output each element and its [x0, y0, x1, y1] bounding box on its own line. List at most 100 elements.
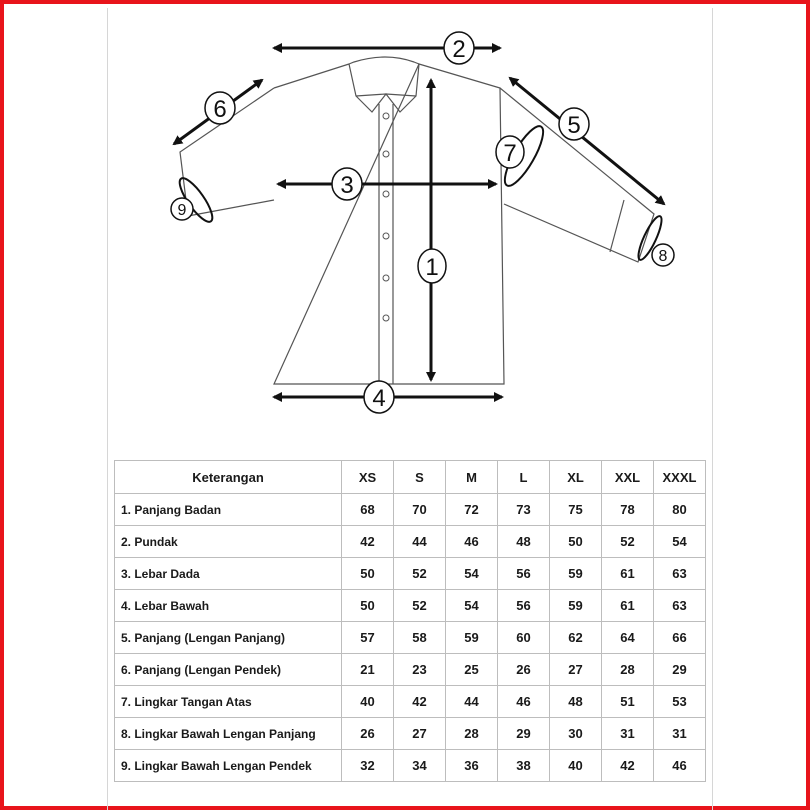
cell-value: 60	[497, 621, 550, 654]
callout-9: 9	[170, 197, 194, 221]
cell-value: 42	[393, 685, 446, 718]
header-keterangan: Keterangan	[114, 460, 342, 494]
cell-value: 31	[653, 717, 706, 750]
cell-value: 61	[601, 589, 654, 622]
cell-value: 53	[653, 685, 706, 718]
table-row: 5. Panjang (Lengan Panjang) 57 58 59 60 …	[114, 621, 706, 654]
row-label: 6. Panjang (Lengan Pendek)	[114, 653, 342, 686]
table-row: 3. Lebar Dada 50 52 54 56 59 61 63	[114, 557, 706, 590]
cell-value: 32	[341, 749, 394, 782]
size-chart-table: Keterangan XS S M L XL XXL XXXL 1. Panja…	[114, 460, 706, 782]
callout-6-label: 6	[213, 96, 226, 123]
callout-3-label: 3	[340, 172, 353, 199]
row-label: 4. Lebar Bawah	[114, 589, 342, 622]
cell-value: 50	[549, 525, 602, 558]
table-row: 8. Lingkar Bawah Lengan Panjang 26 27 28…	[114, 717, 706, 750]
cell-value: 26	[341, 717, 394, 750]
left-guide-line	[107, 8, 108, 810]
cell-value: 25	[445, 653, 498, 686]
header-size-xl: XL	[549, 460, 602, 494]
cell-value: 56	[497, 589, 550, 622]
cell-value: 54	[445, 589, 498, 622]
cell-value: 59	[549, 557, 602, 590]
header-size-xxxl: XXXL	[653, 460, 706, 494]
measurement-arrows	[172, 43, 666, 402]
cell-value: 58	[393, 621, 446, 654]
cell-value: 36	[445, 749, 498, 782]
cell-value: 54	[445, 557, 498, 590]
cell-value: 54	[653, 525, 706, 558]
callout-2-label: 2	[452, 36, 465, 63]
cell-value: 42	[341, 525, 394, 558]
cell-value: 44	[393, 525, 446, 558]
cell-value: 80	[653, 493, 706, 526]
cell-value: 52	[393, 557, 446, 590]
callout-4-label: 4	[372, 385, 385, 412]
cell-value: 46	[445, 525, 498, 558]
shirt-outline	[179, 56, 655, 385]
cell-value: 27	[549, 653, 602, 686]
row-label: 8. Lingkar Bawah Lengan Panjang	[114, 717, 342, 750]
table-row: 2. Pundak 42 44 46 48 50 52 54	[114, 525, 706, 558]
cell-value: 72	[445, 493, 498, 526]
callout-6: 6	[204, 91, 236, 125]
callout-5: 5	[558, 107, 590, 141]
shirt-buttons	[382, 112, 390, 322]
callout-5-label: 5	[567, 112, 580, 139]
cell-value: 52	[393, 589, 446, 622]
cell-value: 62	[549, 621, 602, 654]
cell-value: 78	[601, 493, 654, 526]
header-size-s: S	[393, 460, 446, 494]
cell-value: 40	[549, 749, 602, 782]
cell-value: 42	[601, 749, 654, 782]
callout-2: 2	[443, 31, 475, 65]
cell-value: 21	[341, 653, 394, 686]
cell-value: 28	[601, 653, 654, 686]
cell-value: 50	[341, 557, 394, 590]
cell-value: 26	[497, 653, 550, 686]
cell-value: 29	[497, 717, 550, 750]
callout-1: 1	[417, 248, 447, 284]
table-header-row: Keterangan XS S M L XL XXL XXXL	[114, 460, 706, 494]
callout-7-label: 7	[503, 140, 516, 167]
cell-value: 57	[341, 621, 394, 654]
circumference-marks	[178, 125, 663, 261]
cell-value: 46	[497, 685, 550, 718]
cell-value: 23	[393, 653, 446, 686]
table-row: 7. Lingkar Tangan Atas 40 42 44 46 48 51…	[114, 685, 706, 718]
row-label: 5. Panjang (Lengan Panjang)	[114, 621, 342, 654]
table-row: 1. Panjang Badan 68 70 72 73 75 78 80	[114, 493, 706, 526]
cell-value: 75	[549, 493, 602, 526]
shirt-measurement-diagram: 1 2 3 4 5 6 7 8	[170, 31, 675, 414]
cell-value: 63	[653, 589, 706, 622]
row-label: 3. Lebar Dada	[114, 557, 342, 590]
cell-value: 66	[653, 621, 706, 654]
callout-9-label: 9	[178, 202, 187, 219]
cell-value: 30	[549, 717, 602, 750]
cell-value: 34	[393, 749, 446, 782]
cell-value: 50	[341, 589, 394, 622]
callout-8: 8	[651, 243, 675, 267]
cell-value: 70	[393, 493, 446, 526]
cell-value: 40	[341, 685, 394, 718]
cell-value: 44	[445, 685, 498, 718]
callout-7: 7	[495, 135, 525, 169]
cell-value: 51	[601, 685, 654, 718]
cell-value: 31	[601, 717, 654, 750]
cell-value: 59	[549, 589, 602, 622]
row-label: 7. Lingkar Tangan Atas	[114, 685, 342, 718]
callout-4: 4	[363, 380, 395, 414]
right-guide-line	[712, 8, 713, 810]
cell-value: 46	[653, 749, 706, 782]
row-label: 1. Panjang Badan	[114, 493, 342, 526]
header-size-xs: XS	[341, 460, 394, 494]
cell-value: 73	[497, 493, 550, 526]
header-size-m: M	[445, 460, 498, 494]
cell-value: 48	[497, 525, 550, 558]
cell-value: 59	[445, 621, 498, 654]
row-label: 2. Pundak	[114, 525, 342, 558]
cell-value: 61	[601, 557, 654, 590]
cell-value: 52	[601, 525, 654, 558]
header-size-l: L	[497, 460, 550, 494]
